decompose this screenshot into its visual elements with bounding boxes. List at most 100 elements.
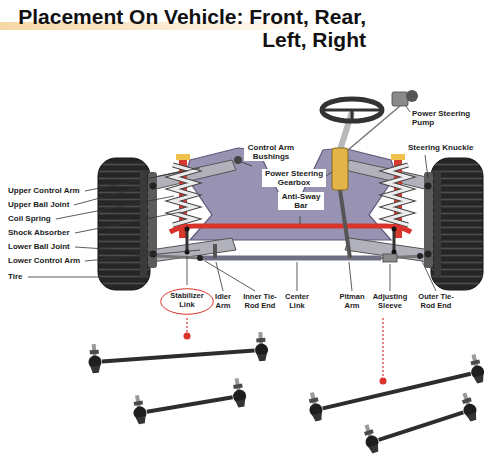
stabilizer-link bbox=[393, 229, 396, 252]
product-link bbox=[474, 375, 485, 384]
ellipse-outline bbox=[161, 288, 214, 314]
pointer-line bbox=[382, 318, 383, 378]
steering-wheel bbox=[352, 109, 380, 112]
pitman-arm bbox=[340, 190, 350, 258]
power-steering-pump bbox=[348, 90, 418, 150]
product-link bbox=[462, 397, 472, 404]
coil-spring bbox=[173, 165, 194, 225]
part-label: Shock Absorber bbox=[8, 228, 70, 237]
callout-text: Stabilizer Link bbox=[169, 292, 205, 309]
steering-wheel bbox=[322, 99, 382, 121]
leader-line bbox=[390, 264, 391, 291]
leader-line bbox=[85, 168, 200, 191]
product-link bbox=[90, 350, 99, 355]
product-link bbox=[235, 399, 246, 408]
part-label: Steering Knuckle bbox=[408, 143, 473, 152]
product-link bbox=[323, 374, 471, 409]
steering-wheel bbox=[351, 110, 354, 120]
power-steering-pump bbox=[348, 106, 400, 150]
leader-line bbox=[425, 155, 428, 178]
product-link bbox=[136, 416, 147, 425]
leader-line bbox=[216, 262, 223, 291]
tire bbox=[431, 158, 483, 290]
callout-ellipse: Stabilizer Link bbox=[160, 288, 214, 315]
idler-arm bbox=[213, 244, 217, 258]
ball-joint bbox=[150, 183, 157, 190]
stabilizer-link bbox=[185, 227, 190, 232]
leader-line bbox=[56, 196, 174, 219]
product-link bbox=[257, 354, 267, 362]
part-label: Outer Tie-Rod End bbox=[413, 293, 459, 310]
tire bbox=[434, 170, 441, 278]
part-label: Center Link bbox=[283, 293, 311, 310]
ball-joint bbox=[425, 183, 432, 190]
steering-knuckle bbox=[148, 172, 157, 268]
leader-line bbox=[187, 256, 188, 285]
product-link bbox=[131, 377, 248, 425]
page-title: Placement On Vehicle: Front, Rear, Left,… bbox=[4, 5, 366, 51]
pointer-line bbox=[187, 318, 383, 378]
part-label: Control Arm Bushings bbox=[244, 143, 298, 161]
part-label: Lower Control Arm bbox=[8, 256, 80, 265]
part-label: Pitman Arm bbox=[337, 293, 367, 310]
leader-line bbox=[75, 212, 181, 233]
product-link bbox=[256, 338, 265, 343]
product-link bbox=[134, 400, 144, 405]
pointer-line bbox=[186, 318, 187, 333]
steering-wheel bbox=[322, 99, 382, 121]
coil-spring bbox=[387, 165, 408, 225]
stabilizer-link bbox=[186, 229, 189, 252]
power-steering-pump bbox=[392, 92, 408, 106]
part-label: Upper Ball Joint bbox=[8, 200, 69, 209]
tie-rod bbox=[157, 256, 200, 258]
part-label: Anti-Sway Bar bbox=[278, 192, 324, 210]
tire bbox=[431, 158, 483, 290]
pointer-dot bbox=[184, 333, 191, 340]
leader-line bbox=[326, 172, 332, 176]
product-link bbox=[309, 397, 319, 403]
tire bbox=[98, 158, 150, 290]
product-link bbox=[147, 397, 233, 412]
shock-absorber bbox=[391, 154, 405, 160]
product-link bbox=[470, 359, 480, 365]
coil-spring bbox=[173, 165, 408, 225]
part-label: Idler Arm bbox=[211, 293, 235, 310]
tie-rod-end bbox=[417, 253, 423, 259]
part-label: Power Steering Gearbox bbox=[262, 169, 326, 187]
leader-line bbox=[349, 262, 352, 291]
leader-line bbox=[74, 184, 152, 205]
steering-column bbox=[340, 112, 352, 150]
part-label: Power Steering Pump bbox=[412, 109, 474, 127]
leader-line bbox=[28, 106, 436, 291]
leader-line bbox=[75, 247, 152, 252]
stabilizer-link bbox=[392, 227, 397, 232]
coil-spring bbox=[387, 165, 408, 225]
product-link bbox=[379, 412, 464, 440]
part-label: Inner Tie-Rod End bbox=[237, 293, 283, 310]
shock-absorber bbox=[176, 154, 190, 160]
leader-line bbox=[85, 250, 200, 261]
center-link bbox=[200, 256, 381, 261]
product-link bbox=[233, 384, 243, 389]
leader-line bbox=[406, 106, 410, 112]
tie-rod-end bbox=[197, 255, 203, 261]
steering-wheel bbox=[324, 109, 352, 112]
leader-line bbox=[205, 261, 255, 291]
leader-line bbox=[422, 261, 436, 291]
pointer-dot bbox=[380, 378, 387, 385]
control-arm-bushing bbox=[234, 156, 242, 164]
product-link bbox=[360, 391, 479, 454]
product-link bbox=[364, 429, 374, 436]
product-link bbox=[466, 412, 478, 422]
part-label: Adjusting Sleeve bbox=[370, 293, 410, 310]
stabilizer-link bbox=[185, 250, 190, 255]
product-link bbox=[312, 413, 323, 422]
part-label: Upper Control Arm bbox=[8, 186, 80, 195]
product-link bbox=[87, 332, 269, 374]
leader-line bbox=[297, 262, 298, 291]
ball-joint bbox=[425, 251, 432, 258]
product-link bbox=[368, 444, 380, 454]
steering-knuckle bbox=[424, 172, 433, 268]
leader-line bbox=[241, 162, 252, 166]
